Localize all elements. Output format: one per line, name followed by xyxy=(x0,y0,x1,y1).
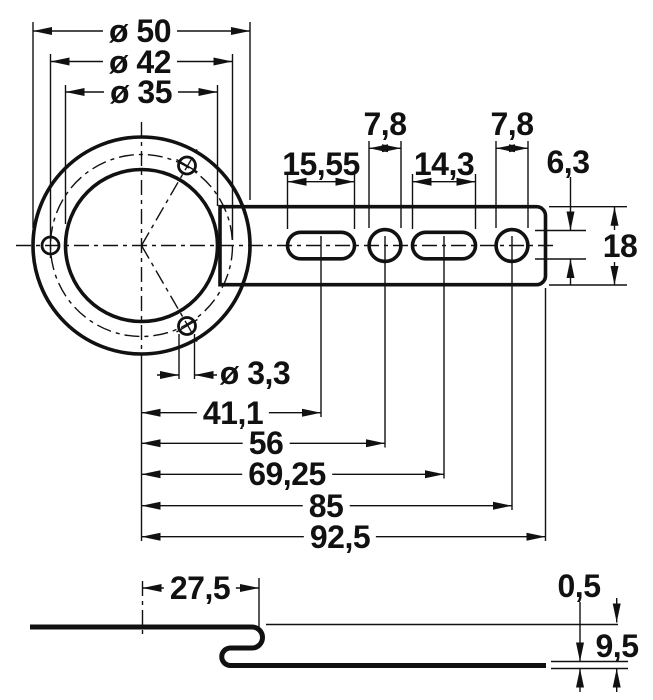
dim-label-slot-width: 6,3 xyxy=(546,143,590,180)
dim-label-bore-diameter: ø 35 xyxy=(103,76,179,108)
side-view xyxy=(30,578,628,692)
dim-label-step-height: 9,5 xyxy=(595,628,639,664)
sheet-profile xyxy=(30,624,546,668)
dim-label-slot2-length: 14,3 xyxy=(413,146,475,182)
dim-label-dist-arm-end: 92,5 xyxy=(303,520,377,553)
dim-label-arm-width: 18 xyxy=(596,230,644,262)
diameter-dimensions xyxy=(32,22,251,258)
dim-label-dist-hole1: 56 xyxy=(242,427,290,460)
thickness-dimension xyxy=(576,602,584,692)
dim-label-hole2-diameter: 7,8 xyxy=(490,105,534,142)
dim-label-slot1-length: 15,55 xyxy=(282,146,360,182)
flange-outer-circle xyxy=(31,135,252,356)
arm-top-dimensions xyxy=(286,141,529,229)
diagonal-centerline-lower xyxy=(140,245,200,346)
step-height-dimension xyxy=(612,598,621,692)
dim-label-sheet-thickness: 0,5 xyxy=(557,568,601,604)
dim-label-outer-diameter: ø 50 xyxy=(102,15,178,47)
diagonal-centerline-upper xyxy=(140,145,200,246)
mount-hole-upper xyxy=(177,155,197,176)
bolt-circle xyxy=(49,153,234,338)
top-view xyxy=(16,22,627,541)
mount-hole-lower xyxy=(177,316,197,336)
mount-hole-dimension xyxy=(157,334,217,379)
dim-label-bend-offset: 27,5 xyxy=(163,572,237,604)
dim-label-mount-hole: ø 3,3 xyxy=(219,354,291,391)
dim-label-dist-slot1: 41,1 xyxy=(196,396,270,429)
position-dimensions xyxy=(141,236,547,541)
dim-label-bolt-circle: ø 42 xyxy=(102,45,178,78)
dim-label-dist-slot2: 69,25 xyxy=(242,458,332,491)
dim-label-dist-hole2: 85 xyxy=(302,489,350,522)
slot-width-dimension xyxy=(535,177,586,285)
arm-width-dimension xyxy=(549,205,627,286)
bore-circle xyxy=(63,167,220,324)
dim-label-hole1-diameter: 7,8 xyxy=(363,105,407,142)
arm-outline xyxy=(218,204,548,287)
